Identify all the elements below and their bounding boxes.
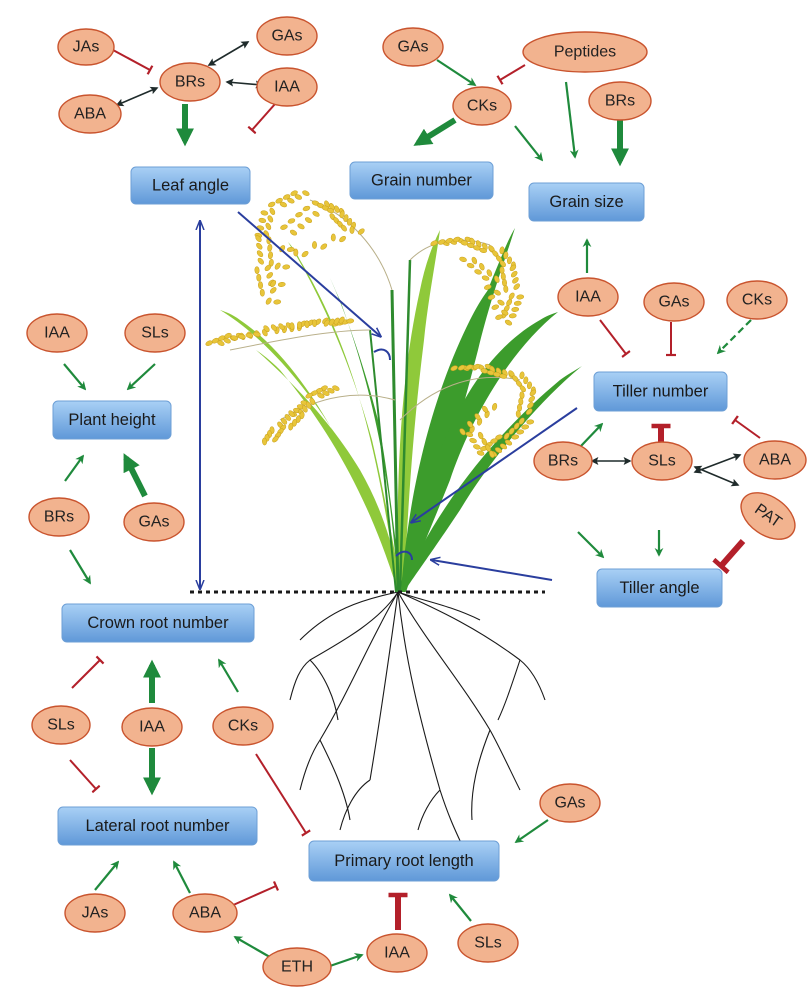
regulation-arrows — [63, 41, 761, 969]
svg-text:GAs: GAs — [554, 795, 585, 812]
svg-text:GAs: GAs — [271, 28, 302, 45]
svg-text:JAs: JAs — [82, 905, 109, 922]
trait-crown-root-number: Crown root number — [61, 603, 255, 643]
trait-lateral-root-number: Lateral root number — [57, 806, 258, 846]
regulator-aba-lateral: ABA — [172, 893, 238, 933]
regulator-gas-primary: GAs — [539, 783, 601, 823]
regulator-iaa-height: IAA — [26, 313, 88, 353]
svg-text:Leaf angle: Leaf angle — [152, 177, 229, 195]
trait-plant-height: Plant height — [52, 400, 172, 440]
svg-text:IAA: IAA — [274, 79, 300, 96]
svg-text:ABA: ABA — [74, 106, 106, 123]
svg-text:GAs: GAs — [658, 294, 689, 311]
regulators: JAs BRs GAs ABA IAA GAs Peptides CKs BRs… — [26, 16, 807, 987]
rice-panicles — [205, 190, 537, 458]
svg-text:ETH: ETH — [281, 959, 313, 976]
tiller-angle-arc — [395, 550, 413, 561]
regulator-iaa-top: IAA — [256, 67, 318, 107]
trait-pointers — [200, 211, 578, 588]
trait-leaf-angle: Leaf angle — [130, 166, 251, 205]
leaf-angle-arc — [373, 348, 391, 361]
svg-text:ABA: ABA — [189, 905, 221, 922]
svg-text:BRs: BRs — [44, 509, 74, 526]
svg-text:ABA: ABA — [759, 452, 791, 469]
svg-text:SLs: SLs — [474, 935, 502, 952]
traits: Leaf angle Grain number Grain size Plant… — [52, 161, 728, 882]
trait-tiller-number: Tiller number — [593, 371, 728, 412]
svg-text:Lateral root number: Lateral root number — [86, 817, 231, 835]
regulator-gas-grain: GAs — [382, 27, 444, 67]
regulator-sls-tiller: SLs — [631, 441, 693, 481]
trait-grain-size: Grain size — [528, 182, 645, 222]
regulator-sls-primary: SLs — [457, 923, 519, 963]
regulator-cks-tiller: CKs — [726, 280, 788, 320]
svg-text:Tiller angle: Tiller angle — [619, 579, 699, 597]
trait-grain-number: Grain number — [349, 161, 494, 200]
svg-text:JAs: JAs — [73, 39, 100, 56]
regulator-gas-top-left: GAs — [256, 16, 318, 56]
tiller-angle-pointer — [432, 560, 553, 581]
trait-primary-root-length: Primary root length — [308, 840, 500, 882]
regulator-brs-grain: BRs — [588, 81, 652, 121]
rice-plant-illustration — [205, 190, 582, 863]
regulator-gas-tiller: GAs — [643, 282, 705, 322]
regulator-sls-height: SLs — [124, 313, 186, 353]
svg-text:BRs: BRs — [175, 74, 205, 91]
svg-text:GAs: GAs — [138, 514, 169, 531]
svg-text:CKs: CKs — [228, 718, 258, 735]
svg-text:Grain number: Grain number — [371, 172, 472, 190]
root-system — [289, 591, 546, 863]
svg-text:Plant height: Plant height — [68, 411, 156, 429]
svg-text:CKs: CKs — [467, 98, 497, 115]
svg-text:IAA: IAA — [44, 325, 70, 342]
svg-text:BRs: BRs — [605, 93, 635, 110]
regulator-cks-root: CKs — [212, 706, 274, 746]
regulator-jas-top: JAs — [57, 28, 115, 66]
svg-text:SLs: SLs — [141, 325, 169, 342]
regulator-peptides: Peptides — [522, 31, 648, 73]
regulator-gas-height: GAs — [123, 502, 185, 542]
svg-text:IAA: IAA — [384, 945, 410, 962]
regulator-brs-height: BRs — [28, 497, 90, 537]
svg-text:Peptides: Peptides — [554, 44, 616, 61]
regulator-brs-tiller: BRs — [533, 441, 593, 481]
svg-text:BRs: BRs — [548, 453, 578, 470]
svg-text:GAs: GAs — [397, 39, 428, 56]
svg-text:Primary root length: Primary root length — [334, 852, 473, 870]
regulator-eth: ETH — [262, 947, 332, 987]
svg-text:CKs: CKs — [742, 292, 772, 309]
regulator-iaa-primary: IAA — [366, 933, 428, 973]
regulator-aba-top: ABA — [58, 94, 122, 134]
regulator-pat: PAT — [740, 492, 796, 540]
svg-text:Crown root number: Crown root number — [87, 614, 229, 632]
svg-text:Tiller number: Tiller number — [613, 383, 709, 401]
regulator-sls-root: SLs — [31, 705, 91, 745]
regulator-jas-lateral: JAs — [64, 893, 126, 933]
regulator-brs-top: BRs — [159, 62, 221, 102]
regulator-iaa-tiller: IAA — [557, 277, 619, 317]
regulator-cks-grain: CKs — [452, 86, 512, 126]
svg-text:Grain size: Grain size — [549, 193, 623, 211]
regulator-iaa-root: IAA — [121, 707, 183, 747]
svg-text:SLs: SLs — [47, 717, 75, 734]
leaves — [220, 228, 582, 593]
tiller-number-pointer — [412, 407, 578, 522]
regulator-aba-tiller: ABA — [743, 440, 807, 480]
svg-text:IAA: IAA — [575, 289, 601, 306]
svg-text:SLs: SLs — [648, 453, 676, 470]
leaf-angle-pointer — [237, 211, 380, 336]
trait-tiller-angle: Tiller angle — [596, 568, 723, 608]
svg-text:IAA: IAA — [139, 719, 165, 736]
